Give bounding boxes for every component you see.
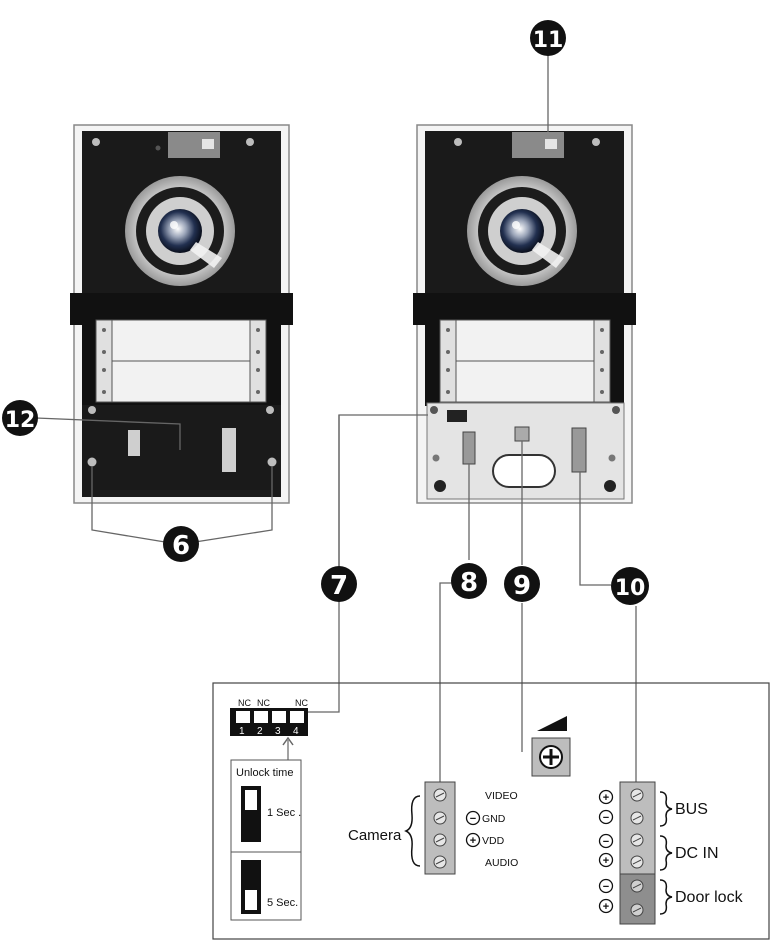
bus-minus-icon: [598, 809, 614, 825]
camera-gnd-label: GND: [482, 813, 506, 825]
board-camera-terminal: [462, 431, 476, 465]
svg-text:−: −: [603, 812, 609, 824]
svg-text:6: 6: [172, 531, 190, 561]
gnd-minus-icon: [465, 810, 481, 826]
vdd-plus-icon: [465, 832, 481, 848]
camera-terminal: Camera VIDEO − GND + VDD AUDIO: [348, 781, 518, 875]
unlock-time-title: Unlock time: [236, 767, 293, 779]
dip-nc-label-4: NC: [295, 698, 308, 708]
left-door-panel: [70, 124, 293, 504]
right-door-panel: [413, 124, 636, 504]
doorlock-brace: [659, 879, 673, 915]
callout-7: 7: [321, 566, 357, 602]
svg-text:11: 11: [533, 28, 564, 53]
callout-6: 6: [163, 526, 199, 562]
bus-plus-icon: [598, 789, 614, 805]
camera-vdd-label: VDD: [482, 835, 505, 847]
svg-text:9: 9: [513, 571, 531, 601]
svg-text:+: +: [603, 901, 609, 913]
unlock-time-box: Unlock time 1 Sec . 5 Sec.: [230, 759, 302, 921]
dip-pin-2: 2: [257, 726, 263, 737]
board-main-terminal: [571, 427, 587, 473]
dcin-minus-icon: [598, 833, 614, 849]
svg-text:+: +: [470, 835, 476, 847]
svg-text:+: +: [603, 855, 609, 867]
dip-nc-label-2: NC: [257, 698, 270, 708]
svg-text:−: −: [603, 836, 609, 848]
unlock-option-1: 1 Sec .: [267, 807, 301, 819]
camera-video-label: VIDEO: [485, 790, 518, 802]
bus-brace: [659, 791, 673, 827]
doorlock-plus-icon: [598, 898, 614, 914]
callout-9: 9: [504, 566, 540, 602]
right-camera-lens: [467, 176, 577, 286]
svg-text:−: −: [603, 881, 609, 893]
dip-nc-label-1: NC: [238, 698, 251, 708]
callout-10: 10: [611, 567, 649, 605]
board-volume-pot: [514, 426, 530, 442]
main-terminal: + − − + − + BUS DC IN Door lock: [598, 781, 744, 925]
dip-pin-3: 3: [275, 726, 281, 737]
volume-ramp-icon: [537, 716, 567, 731]
board-opening: [492, 454, 556, 488]
detail-box: [212, 682, 770, 940]
board-dip-switch: [447, 410, 467, 422]
svg-text:12: 12: [5, 408, 36, 433]
door-lock-label: Door lock: [675, 889, 744, 906]
unlock-option-2: 5 Sec.: [267, 897, 298, 909]
svg-text:10: 10: [615, 576, 646, 601]
dcin-brace: [659, 835, 673, 871]
svg-text:−: −: [470, 813, 476, 825]
dip-switch-detail: NC NC NC 1 2 3 4: [230, 698, 308, 760]
callout-8: 8: [451, 563, 487, 599]
camera-audio-label: AUDIO: [485, 857, 518, 869]
camera-brace: [404, 795, 421, 867]
dip-pin-4: 4: [293, 726, 299, 737]
dc-in-label: DC IN: [675, 845, 719, 862]
dip-pin-1: 1: [239, 726, 245, 737]
callout-11: 11: [530, 20, 566, 56]
leader-lines: [35, 55, 637, 782]
dcin-plus-icon: [598, 852, 614, 868]
svg-text:8: 8: [460, 568, 478, 598]
svg-text:+: +: [603, 792, 609, 804]
bus-label: BUS: [675, 801, 708, 818]
left-camera-lens: [125, 176, 235, 286]
volume-pot: [531, 716, 571, 777]
svg-text:7: 7: [330, 571, 348, 601]
doorlock-minus-icon: [598, 878, 614, 894]
camera-label: Camera: [348, 827, 402, 844]
callout-12: 12: [2, 400, 38, 436]
